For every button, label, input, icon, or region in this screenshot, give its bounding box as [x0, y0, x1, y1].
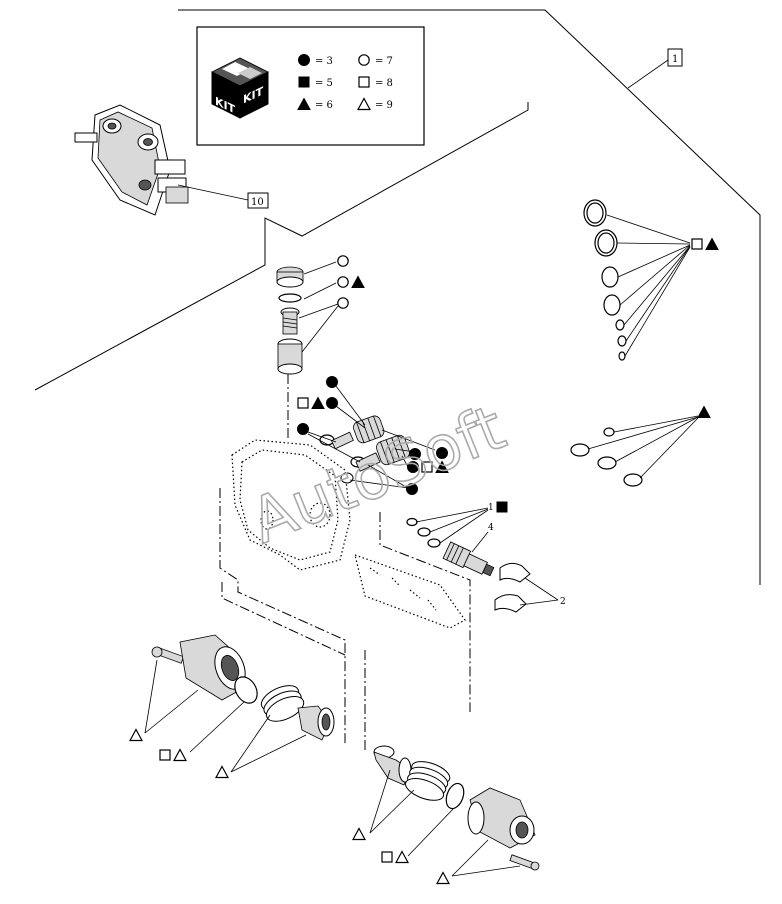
open-square-icon	[358, 76, 370, 88]
kit-box-icon: KIT KIT	[211, 57, 269, 119]
top-fitting-stack	[276, 266, 304, 440]
open-triangle-icon	[357, 97, 371, 111]
lower-right-cap-assembly	[373, 745, 540, 871]
middle-spring-parts	[319, 415, 410, 484]
callout-ref-1-label: 1	[672, 54, 678, 65]
legend-filled-circle-text: = 3	[315, 56, 333, 67]
part-label-4: 4	[488, 523, 494, 533]
filled-triangle-icon	[311, 397, 325, 409]
sensor-group: 1 4 2	[406, 501, 566, 613]
open-triangle-icon	[173, 748, 187, 762]
open-circle-icon	[337, 297, 349, 309]
filled-triangle-icon	[351, 276, 365, 288]
open-square-icon	[159, 749, 171, 761]
open-square-icon	[297, 397, 309, 409]
frame-lines	[34, 9, 761, 585]
filled-square-icon	[496, 501, 508, 513]
open-circle-icon	[358, 54, 370, 66]
filled-circle-icon	[326, 397, 338, 409]
filled-square-icon	[298, 76, 310, 88]
callout-ref-1: 1	[627, 48, 683, 89]
open-triangle-icon	[215, 765, 229, 779]
open-triangle-icon	[352, 827, 366, 841]
right-seal-group-2	[570, 406, 711, 487]
part-label-1: 1	[488, 503, 494, 513]
watermark-text: AutoSoft	[240, 390, 514, 557]
valve-assembly-thumbnail	[74, 104, 249, 216]
valve-body-outline	[231, 439, 466, 629]
callout-ref-10: 10	[247, 192, 269, 209]
lower-left-cap-assembly	[151, 634, 335, 741]
filled-circle-icon	[297, 423, 309, 435]
open-triangle-icon	[129, 728, 143, 742]
filled-triangle-icon	[297, 98, 311, 110]
guide-lines	[219, 488, 471, 752]
lower-right-callouts	[352, 769, 521, 885]
filled-circle-icon	[298, 54, 310, 66]
legend-open-triangle-text: = 9	[375, 100, 393, 111]
kit-legend-box: KIT KIT = 3 = 7 = 5 = 8 = 6 = 9	[196, 26, 425, 146]
top-fitting-callouts	[298, 255, 365, 353]
filled-triangle-icon	[705, 238, 719, 250]
lower-left-callouts	[129, 659, 307, 779]
right-seal-group-1	[583, 199, 719, 361]
open-triangle-icon	[395, 850, 409, 864]
open-square-icon	[381, 851, 393, 863]
open-circle-icon	[337, 255, 349, 267]
open-square-icon	[691, 238, 703, 250]
legend-filled-square-text: = 5	[315, 78, 333, 89]
legend-filled-triangle-text: = 6	[315, 100, 333, 111]
filled-triangle-icon	[697, 406, 711, 418]
legend-open-circle-text: = 7	[375, 56, 393, 67]
watermark: AutoSoft	[240, 390, 516, 559]
filled-circle-icon	[326, 376, 338, 388]
open-triangle-icon	[436, 871, 450, 885]
open-circle-icon	[337, 276, 349, 288]
legend-open-square-text: = 8	[375, 78, 393, 89]
part-label-2: 2	[560, 597, 566, 607]
callout-ref-10-label: 10	[251, 197, 264, 208]
middle-callouts	[297, 376, 449, 495]
